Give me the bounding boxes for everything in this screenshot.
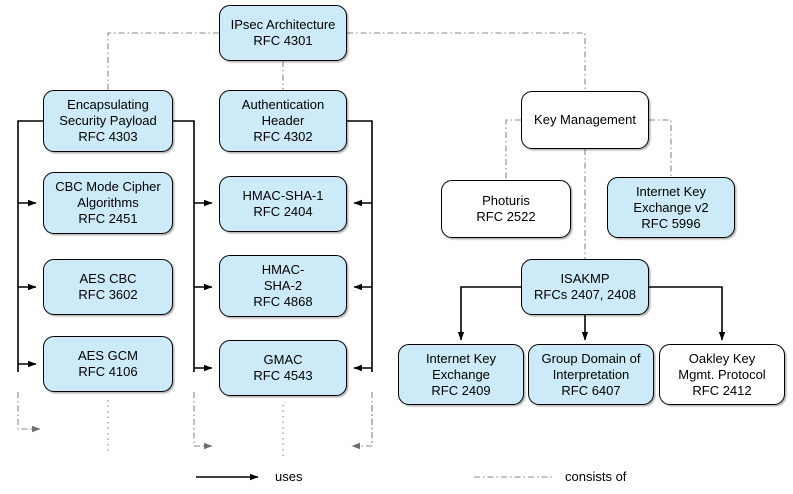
node-line: Authentication: [241, 97, 325, 112]
node-line: Encapsulating: [67, 97, 149, 112]
edge-keymgmt-to-ikev2: [649, 119, 672, 177]
node-line: CBC Mode Cipher: [55, 179, 161, 194]
node-authentication-header[interactable]: Authentication Header RFC 4302: [219, 90, 347, 152]
node-line: RFC 2404: [253, 204, 313, 219]
edge-keymgmt-to-photuris: [505, 119, 521, 180]
consists-of-edges: [17, 32, 672, 450]
node-line: Key Management: [534, 112, 636, 127]
node-line: RFC 4301: [253, 33, 313, 48]
node-line: Security Payload: [59, 113, 157, 128]
node-line: Exchange v2: [633, 199, 709, 215]
node-line: ISAKMP: [560, 271, 610, 286]
node-line: RFC 2451: [78, 211, 138, 226]
edge-esp-right-bus: [173, 120, 195, 372]
node-line: RFC 6407: [561, 382, 621, 398]
node-cbc-mode-cipher-algorithms[interactable]: CBC Mode Cipher Algorithms RFC 2451: [43, 172, 173, 234]
node-line: RFC 3602: [78, 287, 138, 302]
node-line: RFCs 2407, 2408: [534, 287, 636, 302]
node-line: AES CBC: [79, 271, 137, 286]
node-line: RFC 2522: [476, 209, 536, 224]
node-line: Mgmt. Protocol: [678, 366, 766, 382]
node-line: RFC 4543: [253, 368, 313, 383]
node-line: Header: [261, 113, 305, 128]
node-oakley-key-mgmt-protocol[interactable]: Oakley Key Mgmt. Protocol RFC 2412: [659, 344, 785, 405]
node-photuris[interactable]: Photuris RFC 2522: [441, 180, 571, 238]
legend-uses-label: uses: [275, 469, 303, 484]
node-ipsec-architecture[interactable]: IPsec Architecture RFC 4301: [219, 5, 347, 61]
edge-esp-bus: [17, 120, 43, 372]
legend-consists-of-label: consists of: [565, 469, 627, 484]
node-line: RFC 4868: [253, 294, 313, 309]
node-line: Interpretation: [552, 366, 630, 382]
node-line: Internet Key: [425, 350, 497, 366]
node-line: RFC 2409: [431, 382, 491, 398]
node-line: Internet Key: [635, 183, 707, 199]
edge-ah-bus: [347, 120, 373, 372]
edge-ipsec-to-keymgmt: [347, 32, 586, 91]
edge-isakmp-to-oakley: [649, 286, 726, 341]
edge-ipsec-to-esp: [107, 32, 219, 90]
node-line: Group Domain of: [541, 350, 641, 366]
edge-ah-dangling: [193, 392, 213, 450]
node-line: GMAC: [263, 352, 303, 367]
uses-edges: [17, 120, 726, 372]
node-line: Photuris: [482, 193, 530, 208]
node-line: SHA-2: [263, 278, 303, 293]
node-isakmp[interactable]: ISAKMP RFCs 2407, 2408: [521, 259, 649, 315]
edge-dangling-into-middle: [351, 392, 373, 450]
node-hmac-sha-2[interactable]: HMAC- SHA-2 RFC 4868: [219, 255, 347, 317]
node-aes-gcm[interactable]: AES GCM RFC 4106: [43, 336, 173, 392]
node-line: Algorithms: [77, 195, 139, 210]
edge-esp-dangling: [17, 392, 41, 433]
node-line: RFC 5996: [641, 215, 701, 231]
edge-isakmp-to-ike: [457, 286, 521, 341]
node-line: RFC 4106: [78, 364, 138, 379]
node-group-domain-of-interpretation[interactable]: Group Domain of Interpretation RFC 6407: [528, 344, 654, 405]
node-gmac[interactable]: GMAC RFC 4543: [219, 340, 347, 396]
node-line: Exchange: [432, 366, 490, 382]
node-esp[interactable]: Encapsulating Security Payload RFC 4303: [43, 90, 173, 152]
node-internet-key-exchange[interactable]: Internet Key Exchange RFC 2409: [398, 344, 524, 405]
node-line: RFC 4302: [253, 129, 313, 144]
node-hmac-sha-1[interactable]: HMAC-SHA-1 RFC 2404: [219, 176, 347, 232]
node-internet-key-exchange-v2[interactable]: Internet Key Exchange v2 RFC 5996: [607, 177, 735, 238]
node-line: RFC 4303: [78, 129, 138, 144]
node-key-management[interactable]: Key Management: [521, 91, 649, 149]
node-line: HMAC-SHA-1: [242, 188, 324, 203]
node-line: IPsec Architecture: [230, 17, 336, 32]
node-line: HMAC-: [261, 262, 305, 277]
node-line: AES GCM: [78, 348, 138, 363]
consists-of-vertical-dots: [107, 400, 284, 460]
node-line: Oakley Key: [688, 350, 756, 366]
node-aes-cbc[interactable]: AES CBC RFC 3602: [43, 259, 173, 315]
node-line: RFC 2412: [692, 382, 752, 398]
